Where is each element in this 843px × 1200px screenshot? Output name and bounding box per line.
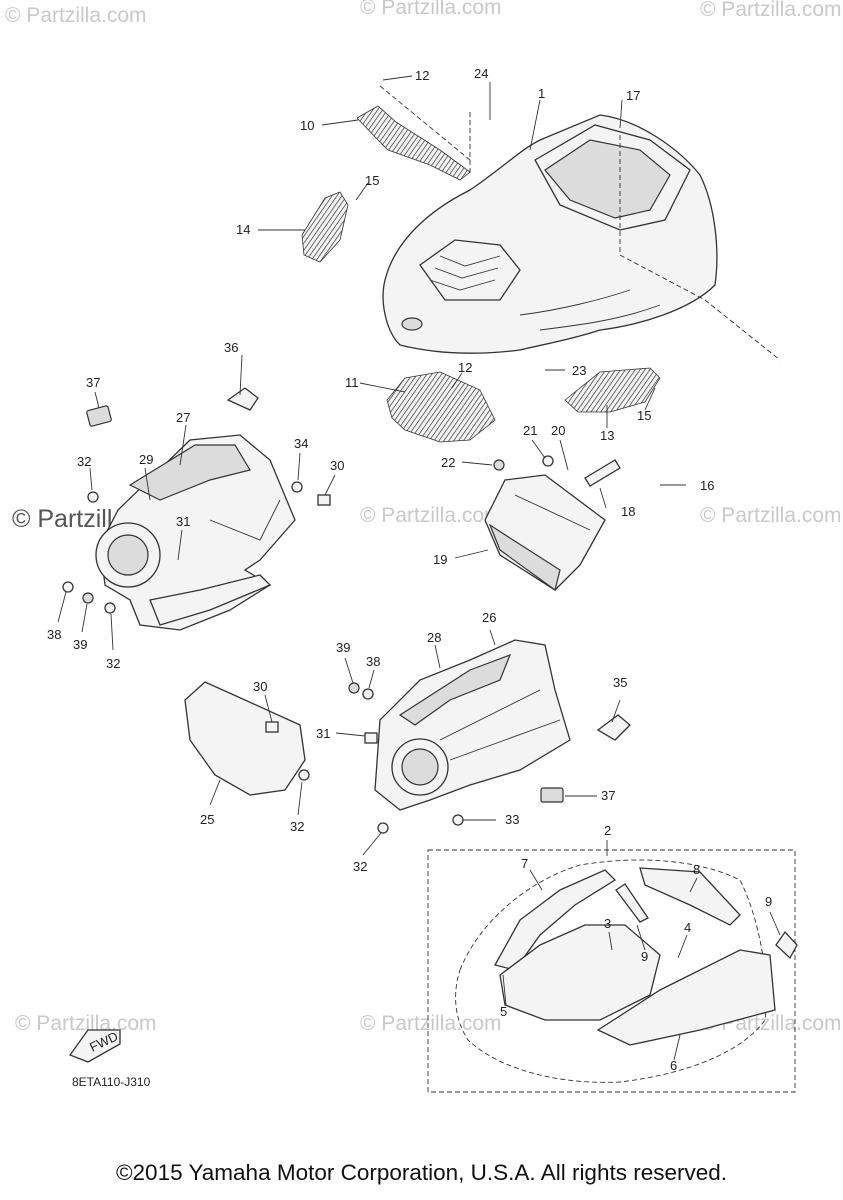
- callout-19: 19: [433, 552, 447, 567]
- tray-assembly-part: [484, 474, 606, 592]
- callout-12: 12: [458, 360, 472, 375]
- callout-18: 18: [621, 504, 635, 519]
- callout-14: 14: [236, 222, 250, 237]
- watermark: © Partzilla.com: [15, 1012, 157, 1035]
- callout-26: 26: [482, 610, 496, 625]
- spring-part: [584, 459, 621, 487]
- watermark: © Partzilla.com: [360, 0, 502, 19]
- callout-34: 34: [294, 436, 308, 451]
- callout-23: 23: [572, 363, 586, 378]
- callout-37: 37: [86, 375, 100, 390]
- callout-30: 30: [330, 458, 344, 473]
- collar-part: [62, 581, 74, 593]
- callout-3: 3: [604, 916, 611, 931]
- callout-4: 4: [684, 920, 691, 935]
- callout-5: 5: [500, 1004, 507, 1019]
- callout-27: 27: [176, 410, 190, 425]
- callout-25: 25: [200, 812, 214, 827]
- screw-part: [298, 769, 310, 781]
- callout-12: 12: [415, 68, 429, 83]
- callout-20: 20: [551, 423, 565, 438]
- callout-38: 38: [366, 654, 380, 669]
- copyright-notice: ©2015 Yamaha Motor Corporation, U.S.A. A…: [115, 1160, 728, 1185]
- clip-part: [317, 494, 331, 506]
- watermark: © Partzilla.com: [700, 0, 842, 21]
- callout-31: 31: [176, 514, 190, 529]
- bolt-part: [291, 481, 303, 493]
- watermark: © Partzilla.com: [360, 1012, 502, 1035]
- callout-6: 6: [670, 1058, 677, 1073]
- callout-9: 9: [641, 949, 648, 964]
- callout-30: 30: [253, 679, 267, 694]
- callout-28: 28: [427, 630, 441, 645]
- callout-32: 32: [106, 656, 120, 671]
- callout-10: 10: [300, 118, 314, 133]
- callout-13: 13: [600, 428, 614, 443]
- callout-21: 21: [523, 423, 537, 438]
- callout-7: 7: [521, 856, 528, 871]
- rear-grille-part: [564, 367, 661, 413]
- watermark: © Partzilla.com: [5, 4, 147, 27]
- left-fender-assembly-part: [95, 434, 296, 631]
- screw-part: [87, 491, 99, 503]
- callout-15: 15: [637, 408, 651, 423]
- pad-part: [86, 405, 112, 427]
- side-panel-bracket-part: [356, 105, 471, 181]
- callout-15: 15: [365, 173, 379, 188]
- callout-22: 22: [441, 455, 455, 470]
- callout-9: 9: [765, 894, 772, 909]
- front-hood-part: [382, 114, 718, 354]
- nut-part: [493, 459, 505, 471]
- callout-24: 24: [474, 66, 488, 81]
- drawing-code: 8ETA110-J310: [72, 1075, 151, 1089]
- callout-16: 16: [700, 478, 714, 493]
- callout-11: 11: [345, 375, 359, 390]
- callout-35: 35: [613, 675, 627, 690]
- clip-part: [364, 732, 378, 744]
- screw-part: [452, 814, 464, 826]
- bracket-part: [226, 387, 259, 411]
- nut-part: [82, 592, 94, 604]
- callout-32: 32: [290, 819, 304, 834]
- leader-lines: [57, 75, 781, 1061]
- callout-17: 17: [626, 88, 640, 103]
- callout-33: 33: [505, 812, 519, 827]
- screw-part: [377, 822, 389, 834]
- front-grille-part: [386, 371, 496, 443]
- side-cover-part: [301, 191, 349, 263]
- watermark: © Partzilla.com: [700, 504, 842, 527]
- callout-36: 36: [224, 340, 238, 355]
- watermark: © Partzilla.com: [360, 504, 502, 527]
- callout-labels: 1 2 3 4 5 6 7 8 9 9 10 11 12 12 13 14 15…: [47, 66, 772, 1073]
- right-fender-assembly-part: [374, 639, 571, 811]
- forward-direction-arrow-icon: FWD: [68, 1029, 121, 1063]
- pad-part: [540, 787, 564, 803]
- callout-8: 8: [693, 862, 700, 877]
- bracket-part: [596, 714, 631, 741]
- callout-1: 1: [538, 86, 545, 101]
- nut-part: [348, 682, 360, 694]
- callout-39: 39: [73, 637, 87, 652]
- callout-39: 39: [336, 640, 350, 655]
- callout-32: 32: [77, 454, 91, 469]
- callout-31: 31: [316, 726, 330, 741]
- callout-37: 37: [601, 788, 615, 803]
- bolt-part: [542, 455, 554, 467]
- lower-cover-part: [184, 681, 306, 796]
- callout-38: 38: [47, 627, 61, 642]
- screw-part: [104, 602, 116, 614]
- callout-29: 29: [139, 452, 153, 467]
- callout-32: 32: [353, 859, 367, 874]
- kit-panels-part: [455, 859, 798, 1083]
- collar-part: [362, 688, 374, 700]
- clip-part: [265, 721, 279, 733]
- callout-2: 2: [604, 823, 611, 838]
- kit-box: [427, 849, 796, 1093]
